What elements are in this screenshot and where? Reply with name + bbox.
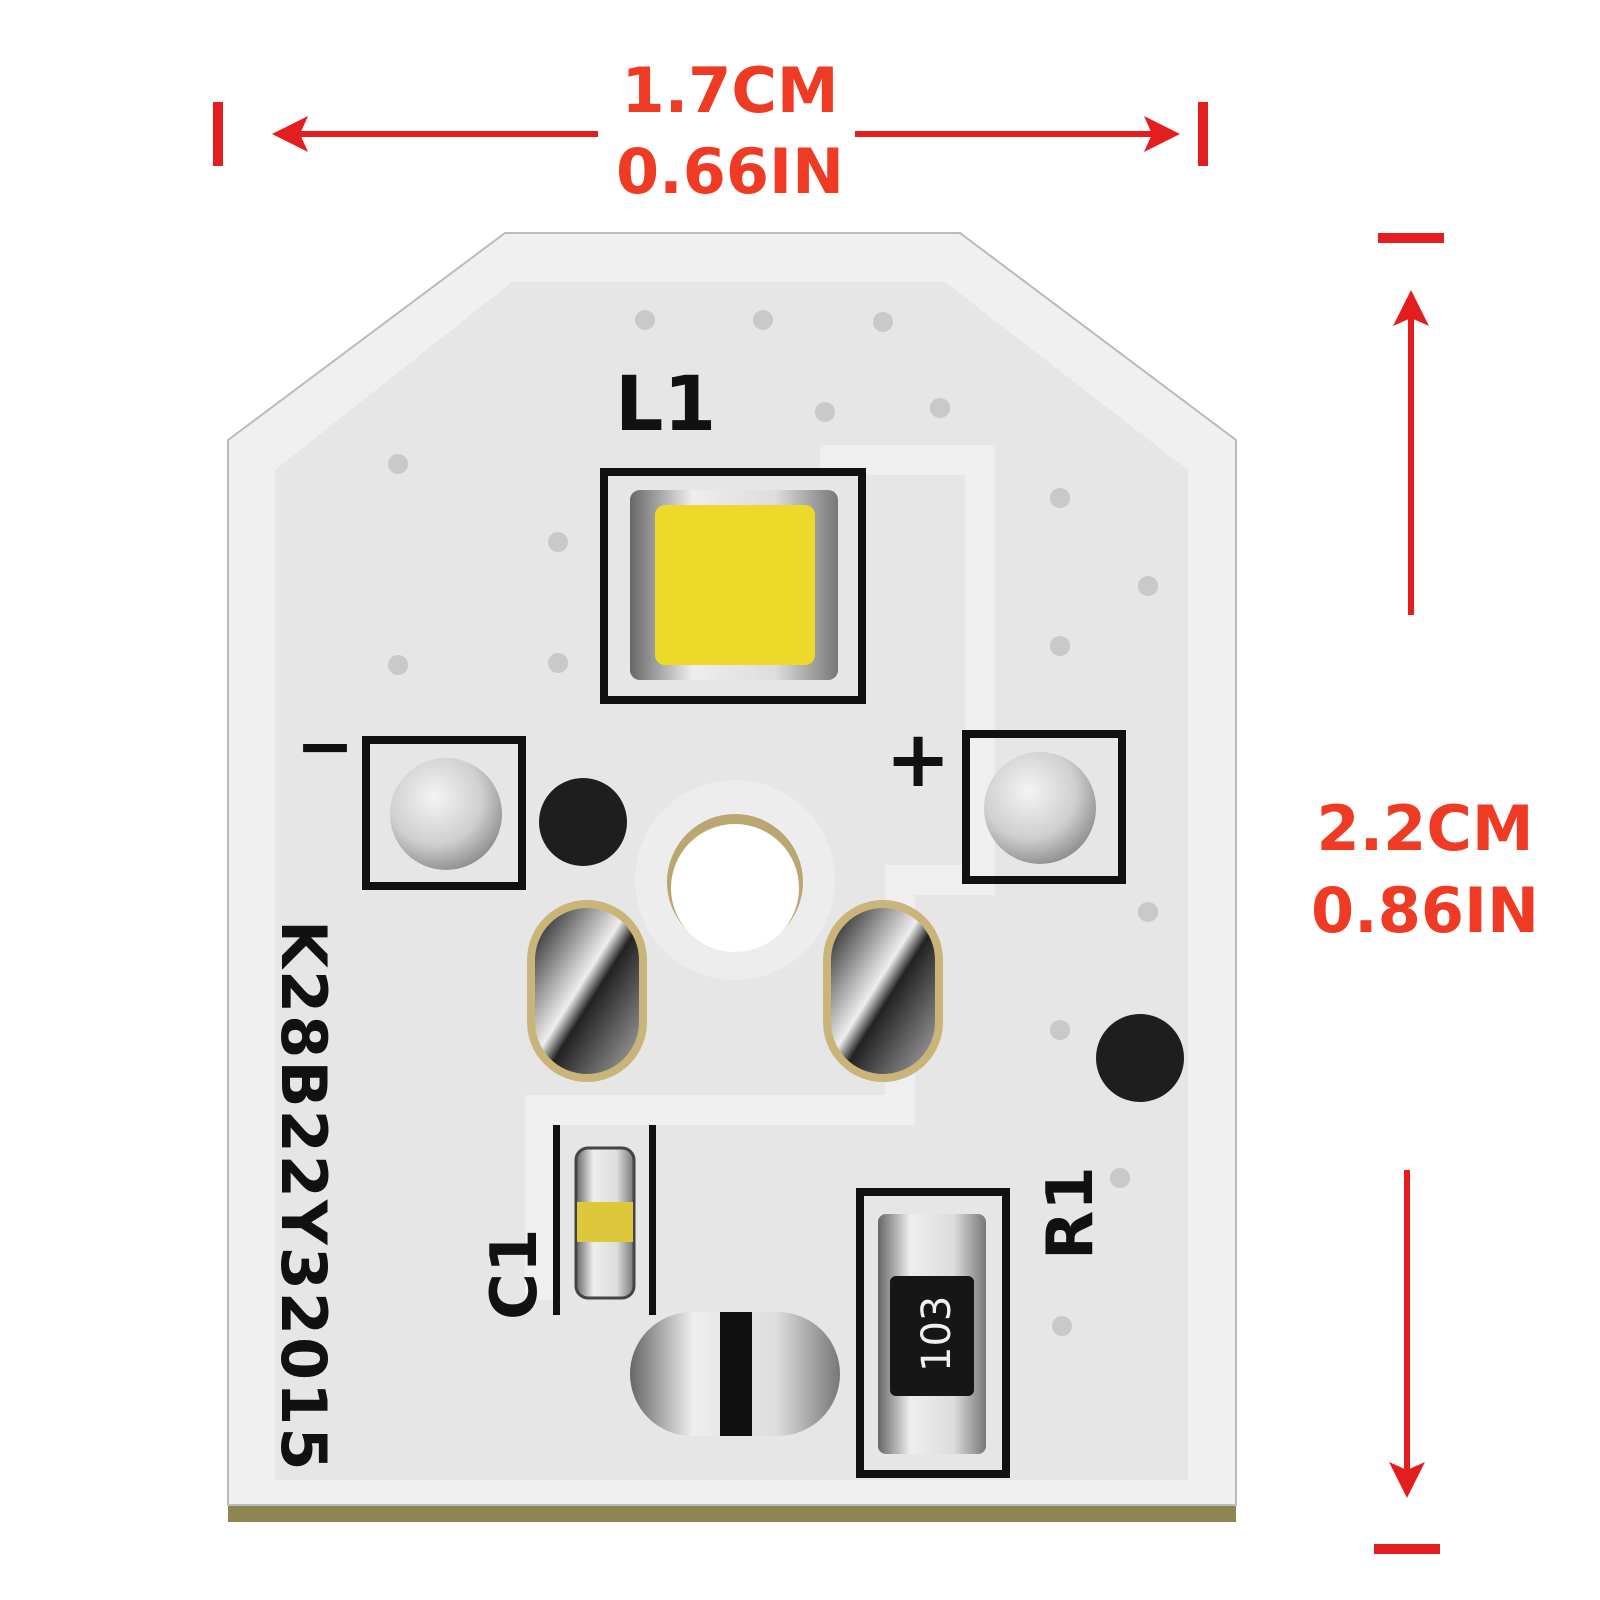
- width-tick-right: [1198, 102, 1208, 166]
- slot-hole-right: [831, 908, 935, 1074]
- capacitor-label: C1: [478, 1229, 552, 1321]
- part-number: K28B22Y32015: [267, 920, 340, 1472]
- resistor-label: R1: [1034, 1166, 1108, 1260]
- height-in-label: 0.86IN: [1311, 874, 1539, 947]
- height-cm-label: 2.2CM: [1316, 792, 1533, 865]
- plus-pad-outline: [962, 730, 1126, 884]
- minus-pad-outline: [362, 736, 526, 890]
- resistor-outline: [856, 1188, 1010, 1478]
- width-cm-label: 1.7CM: [621, 54, 838, 127]
- height-dimension: 2.2CM 0.86IN: [1311, 233, 1539, 1554]
- mounting-hole: [671, 824, 799, 952]
- led-outline: [600, 468, 866, 704]
- arrowhead-right-icon: [1144, 116, 1180, 152]
- width-in-label: 0.66IN: [616, 135, 844, 208]
- width-tick-left: [213, 102, 223, 166]
- arrowhead-left-icon: [272, 116, 308, 152]
- resistor-code: 103: [914, 1296, 960, 1372]
- fiducial-dot: [539, 778, 627, 866]
- arrowhead-down-icon: [1389, 1462, 1425, 1498]
- height-tick-top: [1378, 233, 1444, 243]
- plus-pad: [984, 752, 1096, 864]
- width-dimension: 1.7CM 0.66IN: [213, 54, 1208, 208]
- fiducial-dot-2: [1096, 1014, 1184, 1102]
- minus-pad: [390, 758, 502, 870]
- slot-hole-left: [535, 908, 639, 1074]
- arrowhead-up-icon: [1393, 290, 1429, 326]
- via-dots: [388, 310, 1158, 1336]
- pcb-board: L1 − + C1 103: [227, 232, 1237, 1522]
- led-chip: [655, 505, 815, 665]
- plus-label: +: [885, 715, 950, 805]
- minus-label: −: [296, 705, 355, 787]
- led-label: L1: [615, 359, 716, 448]
- height-tick-bottom: [1374, 1544, 1440, 1554]
